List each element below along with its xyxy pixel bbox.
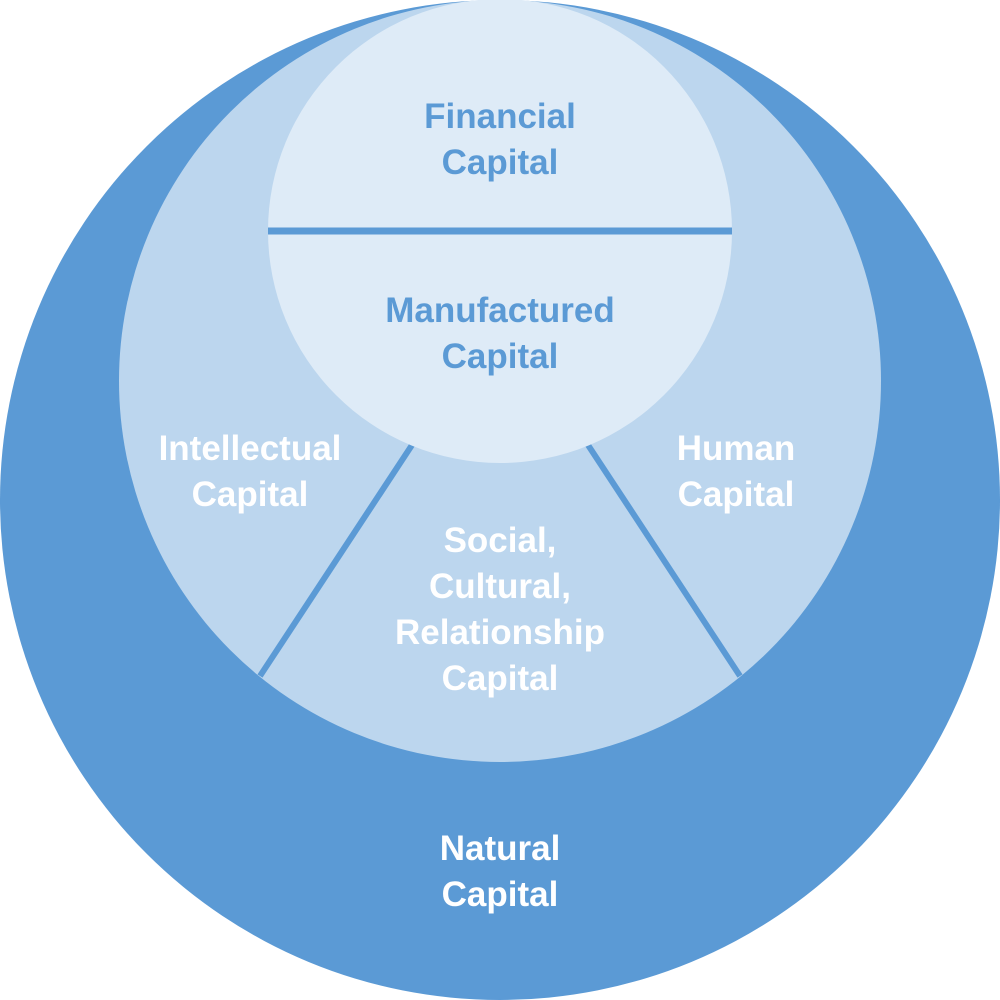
social-cultural-relationship-capital-label-line-3: Relationship (395, 613, 605, 652)
financial-capital-label-line-2: Capital (442, 143, 559, 182)
human-capital-label-line-1: Human (677, 429, 796, 468)
manufactured-capital-label-line-1: Manufactured (385, 291, 614, 330)
intellectual-capital-label-line-1: Intellectual (159, 429, 342, 468)
social-cultural-relationship-capital-label-line-1: Social, (444, 521, 557, 560)
divider-right (585, 443, 743, 678)
social-cultural-relationship-capital-label-line-4: Capital (442, 659, 559, 698)
financial-capital-label-line-1: Financial (424, 97, 576, 136)
intellectual-capital-label-line-2: Capital (192, 475, 309, 514)
human-capital-label-line-2: Capital (678, 475, 795, 514)
divider-left (257, 443, 415, 678)
manufactured-capital-label-line-2: Capital (442, 337, 559, 376)
social-cultural-relationship-capital-label-line-2: Cultural, (429, 567, 571, 606)
natural-capital-label-line-2: Capital (442, 875, 559, 914)
natural-capital-label-line-1: Natural (440, 829, 561, 868)
